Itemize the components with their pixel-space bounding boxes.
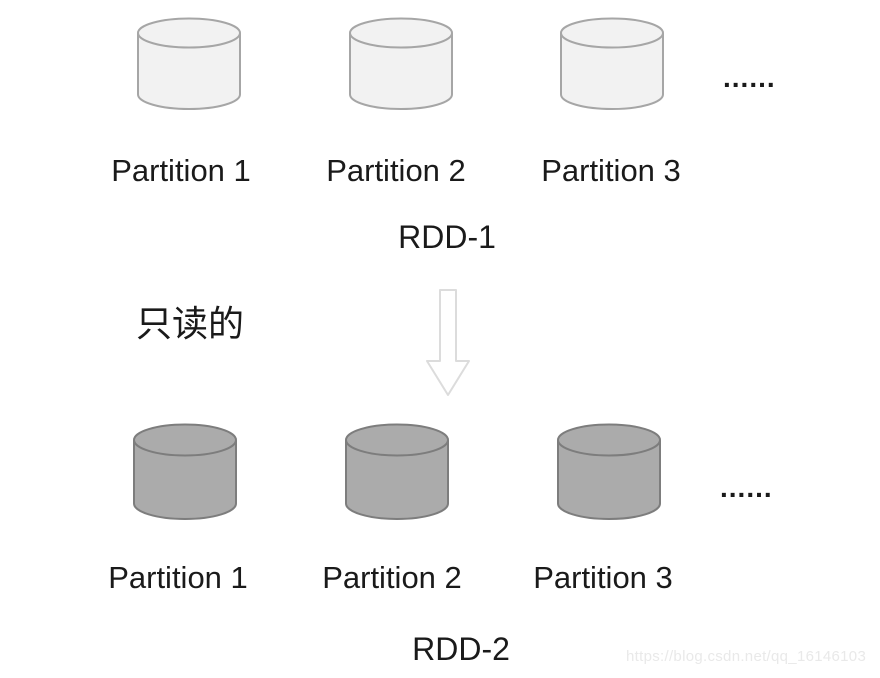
rdd2-partition-2-label: Partition 2 <box>322 560 462 595</box>
rdd1-partition-1-cylinder-icon <box>137 17 241 110</box>
rdd2-partition-1-label: Partition 1 <box>108 560 248 595</box>
rdd1-partition-2-cylinder-icon <box>349 17 453 110</box>
rdd1-partition-3-label: Partition 3 <box>541 153 681 188</box>
rdd1-partition-2-label: Partition 2 <box>326 153 466 188</box>
rdd1-ellipsis-label: ...... <box>723 62 776 93</box>
rdd1-partition-1-label: Partition 1 <box>111 153 251 188</box>
down-arrow-icon <box>426 289 470 396</box>
watermark-text: https://blog.csdn.net/qq_16146103 <box>626 648 867 665</box>
rdd2-partition-3-label: Partition 3 <box>533 560 673 595</box>
rdd2-ellipsis-label: ...... <box>720 472 773 503</box>
rdd2-partition-2-cylinder-icon <box>345 423 449 520</box>
rdd2-partition-3-cylinder-icon <box>557 423 661 520</box>
rdd2-partition-1-cylinder-icon <box>133 423 237 520</box>
readonly-annotation-label: 只读的 <box>136 303 245 344</box>
rdd1-title: RDD-1 <box>398 219 496 255</box>
rdd2-title: RDD-2 <box>412 631 510 667</box>
rdd1-partition-3-cylinder-icon <box>560 17 664 110</box>
